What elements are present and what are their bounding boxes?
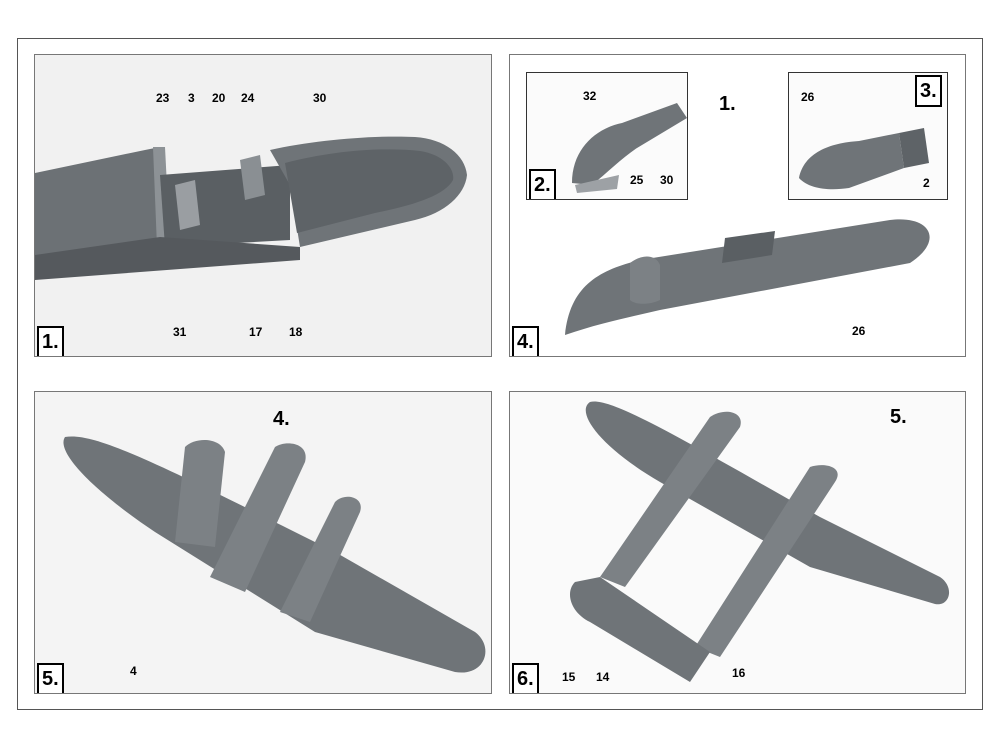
part-label: 32 (583, 89, 597, 103)
part-label: 5. (890, 406, 907, 428)
step-number-box: 2. (529, 169, 556, 199)
step-number-box: 6. (512, 663, 539, 693)
step-number-box: 1. (37, 326, 64, 356)
step-number-box: 5. (37, 663, 64, 693)
part-label: 25 (630, 173, 644, 187)
part-label: 3 (188, 91, 195, 105)
panel-step-6: 5. 15 14 16 6. (509, 391, 966, 694)
part-label: 4. (273, 408, 290, 430)
panel-step-5: 4. 4 5. (34, 391, 492, 694)
part-label: 20 (212, 91, 226, 105)
fuselage-assembly-photo (565, 219, 930, 335)
part-label: 17 (249, 325, 263, 339)
part-label: 23 (156, 91, 170, 105)
part-label: 16 (732, 666, 746, 680)
part-label: 14 (596, 670, 610, 684)
part-label: 1. (719, 93, 736, 115)
part-label: 26 (852, 324, 866, 338)
nose-parts-photo (799, 128, 929, 190)
part-label: 31 (173, 325, 187, 339)
part-label: 2 (923, 176, 930, 190)
step-number-box: 3. (915, 75, 942, 107)
canopy-parts-photo (572, 103, 687, 193)
part-label: 18 (289, 325, 303, 339)
inset-step-3: 26 2 3. (788, 72, 948, 200)
tail-booms-photo (570, 401, 950, 682)
part-label: 30 (660, 173, 674, 187)
panel-step-4: 32 25 30 2. 26 2 3. 1. 26 4. (509, 54, 966, 357)
part-label: 4 (130, 664, 137, 678)
step-number-box: 4. (512, 326, 539, 356)
panel-step-1: 23 3 20 24 30 31 17 18 1. (34, 54, 492, 357)
fuselage-cockpit-photo (35, 136, 467, 280)
part-label: 30 (313, 91, 327, 105)
inset-step-2: 32 25 30 2. (526, 72, 688, 200)
part-label: 26 (801, 90, 815, 104)
part-label: 15 (562, 670, 576, 684)
part-label: 24 (241, 91, 255, 105)
wing-assembly-photo (63, 436, 486, 673)
